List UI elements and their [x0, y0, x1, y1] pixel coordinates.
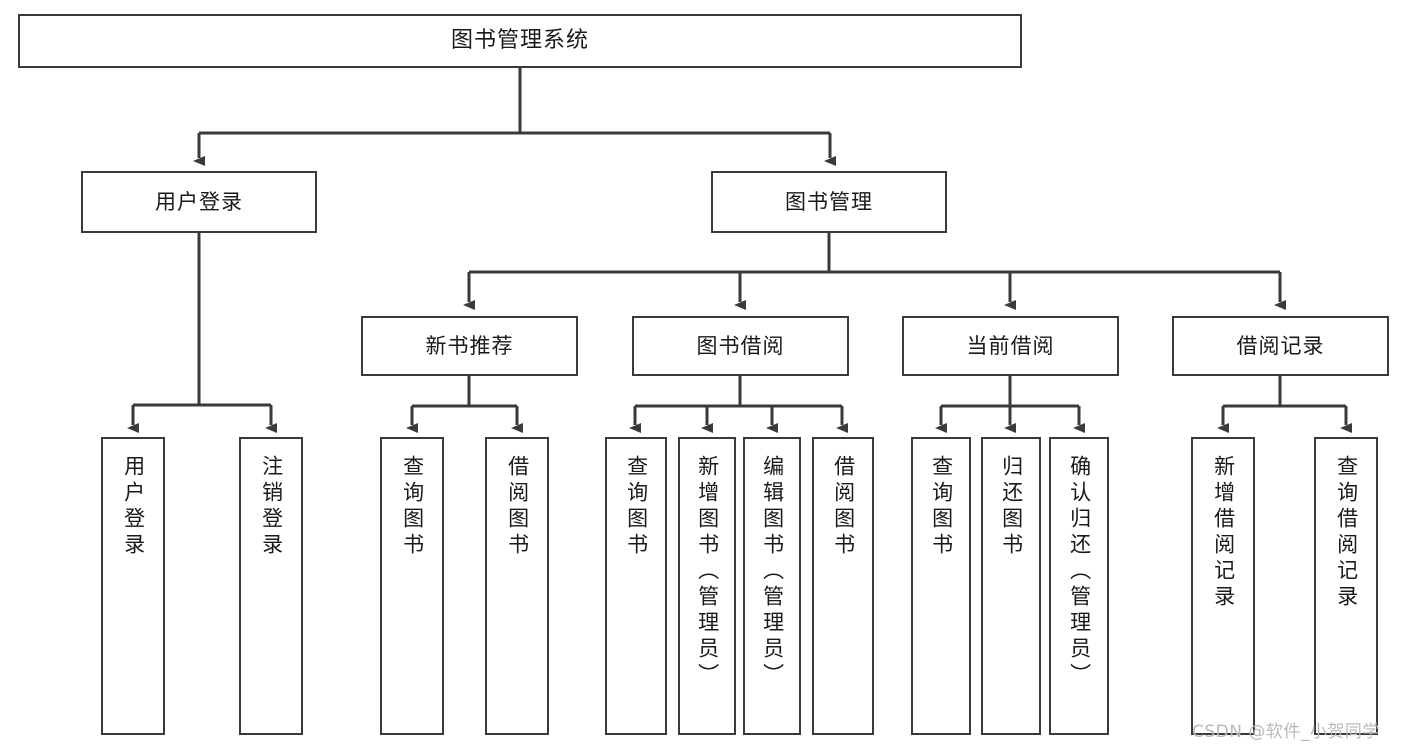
node-label: 查询图书: [624, 455, 649, 559]
leaf-query-book-recommendation[interactable]: 查询图书: [380, 437, 444, 735]
node-book-borrow[interactable]: 图书借阅: [632, 316, 849, 376]
node-label: 编辑图书（管理员）: [760, 455, 785, 689]
leaf-edit-book-admin[interactable]: 编辑图书（管理员）: [743, 437, 801, 735]
leaf-borrow-book[interactable]: 借阅图书: [812, 437, 874, 735]
node-current-borrow[interactable]: 当前借阅: [902, 316, 1119, 376]
node-label: 查询借阅记录: [1334, 455, 1359, 611]
node-label: 图书管理系统: [450, 28, 589, 54]
leaf-query-book[interactable]: 查询图书: [605, 437, 667, 735]
node-book-management[interactable]: 图书管理: [711, 171, 947, 233]
leaf-borrow-book-recommendation[interactable]: 借阅图书: [485, 437, 549, 735]
leaf-confirm-return-admin[interactable]: 确认归还（管理员）: [1049, 437, 1109, 735]
leaf-add-book-admin[interactable]: 新增图书（管理员）: [678, 437, 736, 735]
node-label: 归还图书: [999, 455, 1024, 559]
node-borrow-record[interactable]: 借阅记录: [1172, 316, 1389, 376]
leaf-query-book-current[interactable]: 查询图书: [911, 437, 971, 735]
csdn-watermark: CSDN @软件_小贺同学: [1192, 722, 1380, 742]
leaf-logout[interactable]: 注销登录: [239, 437, 303, 735]
node-label: 新增借阅记录: [1211, 455, 1236, 611]
node-label: 新书推荐: [425, 333, 514, 358]
leaf-return-book[interactable]: 归还图书: [981, 437, 1041, 735]
node-label: 查询图书: [929, 455, 954, 559]
node-label: 借阅图书: [831, 455, 856, 559]
node-root-book-management-system[interactable]: 图书管理系统: [18, 14, 1022, 68]
node-user-login[interactable]: 用户登录: [81, 171, 317, 233]
leaf-query-borrow-record[interactable]: 查询借阅记录: [1314, 437, 1378, 735]
node-new-book-recommendation[interactable]: 新书推荐: [361, 316, 578, 376]
node-label: 用户登录: [155, 189, 243, 214]
node-label: 确认归还（管理员）: [1067, 455, 1092, 689]
node-label: 注销登录: [259, 455, 284, 559]
node-label: 当前借阅: [966, 333, 1055, 358]
node-label: 图书借阅: [696, 333, 785, 358]
node-label: 借阅记录: [1236, 333, 1325, 358]
node-label: 借阅图书: [505, 455, 530, 559]
node-label: 用户登录: [121, 455, 146, 559]
node-label: 图书管理: [785, 189, 873, 214]
leaf-user-login[interactable]: 用户登录: [101, 437, 165, 735]
leaf-add-borrow-record[interactable]: 新增借阅记录: [1191, 437, 1255, 735]
node-label: 查询图书: [400, 455, 425, 559]
node-label: 新增图书（管理员）: [695, 455, 720, 689]
